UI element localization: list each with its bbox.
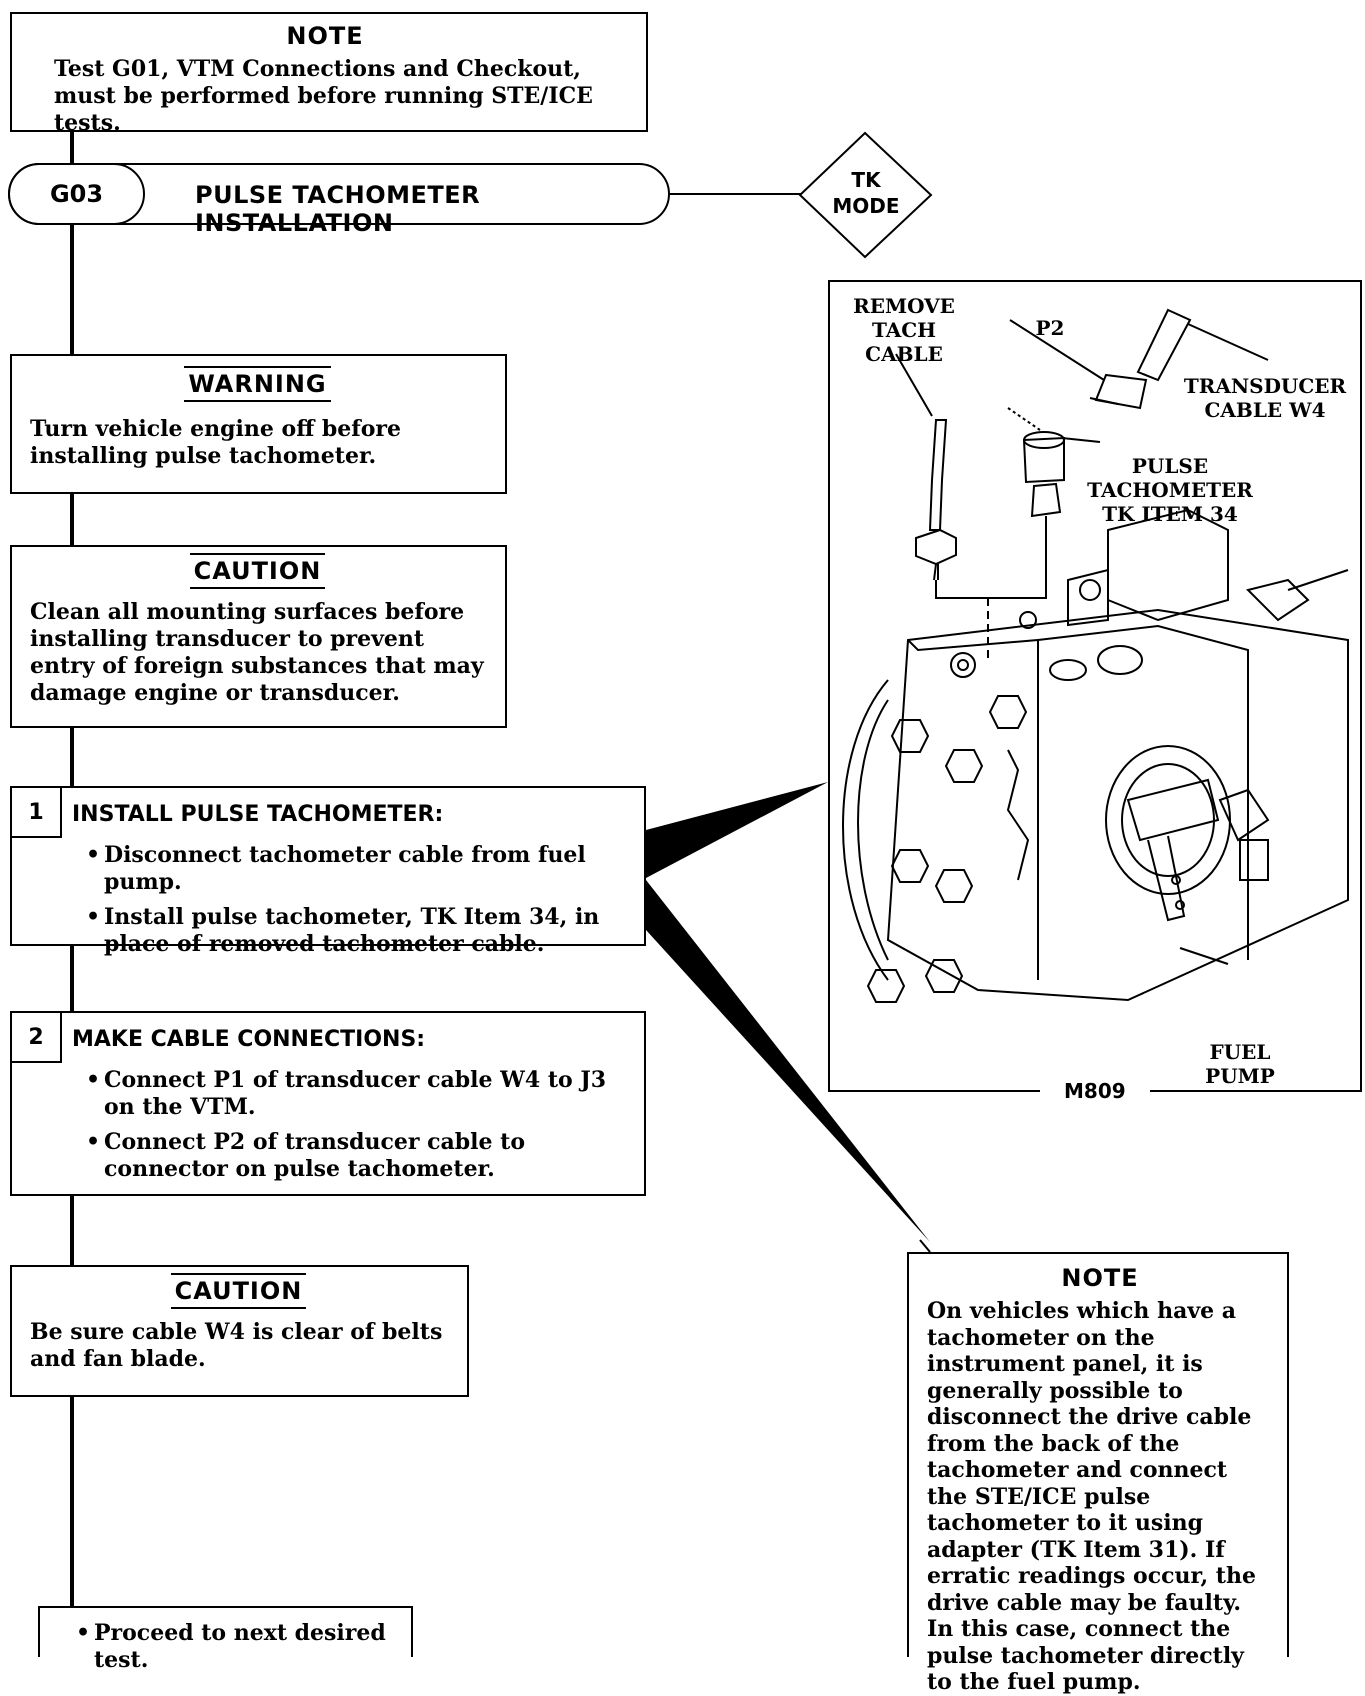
note-text: Test G01, VTM Connections and Checkout, … bbox=[54, 56, 593, 136]
step-2-number-cell: 2 bbox=[10, 1011, 62, 1063]
caution-heading: CAUTION bbox=[30, 553, 485, 589]
mode-connector bbox=[668, 193, 804, 195]
bullet-item: Connect P1 of transducer cable W4 to J3 … bbox=[74, 1067, 634, 1121]
warning-heading: WARNING bbox=[30, 366, 485, 402]
model-label: M809 bbox=[1040, 1079, 1150, 1103]
step-2-box: 2 MAKE CABLE CONNECTIONS: Connect P1 of … bbox=[10, 1011, 646, 1196]
test-header: G03 PULSE TACHOMETER INSTALLATION bbox=[8, 163, 670, 237]
warning-text: Turn vehicle engine off before installin… bbox=[30, 416, 402, 469]
caution-heading: CAUTION bbox=[30, 1273, 447, 1309]
label-transducer-cable: TRANSDUCER CABLE W4 bbox=[1183, 374, 1347, 422]
bullet-item: Disconnect tachometer cable from fuel pu… bbox=[74, 842, 634, 896]
step-1-bullets: Disconnect tachometer cable from fuel pu… bbox=[74, 842, 634, 966]
label-fuel-pump: FUEL PUMP bbox=[1205, 1040, 1275, 1088]
callout-wedges bbox=[646, 782, 931, 1253]
step-1-box: 1 INSTALL PULSE TACHOMETER: Disconnect t… bbox=[10, 786, 646, 957]
step-number: 2 bbox=[28, 1024, 44, 1050]
note-heading: NOTE bbox=[1061, 1264, 1139, 1292]
caution-text: Be sure cable W4 is clear of belts and f… bbox=[30, 1319, 443, 1372]
label-p2: P2 bbox=[1035, 316, 1065, 340]
test-code-segment: G03 bbox=[8, 163, 145, 225]
caution-box-2: CAUTION Be sure cable W4 is clear of bel… bbox=[10, 1265, 469, 1397]
step-number: 1 bbox=[28, 799, 44, 825]
bullet-item: Install pulse tachometer, TK Item 34, in… bbox=[74, 904, 634, 958]
note-heading: NOTE bbox=[286, 22, 364, 50]
caution-text: Clean all mounting surfaces before insta… bbox=[30, 599, 484, 706]
step-1-number-cell: 1 bbox=[10, 786, 62, 838]
test-title: PULSE TACHOMETER INSTALLATION bbox=[195, 181, 481, 237]
step-2-bullets: Connect P1 of transducer cable W4 to J3 … bbox=[74, 1067, 634, 1191]
warning-box: WARNING Turn vehicle engine off before i… bbox=[10, 354, 507, 494]
mode-diamond bbox=[798, 131, 933, 259]
note-box-top: NOTE Test G01, VTM Connections and Check… bbox=[10, 12, 648, 136]
side-note-box: NOTE On vehicles which have a tachometer… bbox=[907, 1252, 1289, 1695]
note-text: On vehicles which have a tachometer on t… bbox=[927, 1298, 1256, 1695]
step-title: MAKE CABLE CONNECTIONS: bbox=[72, 1027, 426, 1052]
step-title: INSTALL PULSE TACHOMETER: bbox=[72, 802, 444, 827]
caution-box-1: CAUTION Clean all mounting surfaces befo… bbox=[10, 545, 507, 728]
label-remove-tach-cable: REMOVE TACH CABLE bbox=[853, 294, 955, 366]
fuel-pump-illustration bbox=[842, 308, 1349, 1003]
test-code: G03 bbox=[49, 180, 104, 208]
mode-label: TK MODE bbox=[832, 168, 900, 218]
label-pulse-tachometer: PULSE TACHOMETER TK ITEM 34 bbox=[1087, 454, 1253, 526]
bullet-item: Connect P2 of transducer cable to connec… bbox=[74, 1129, 634, 1183]
